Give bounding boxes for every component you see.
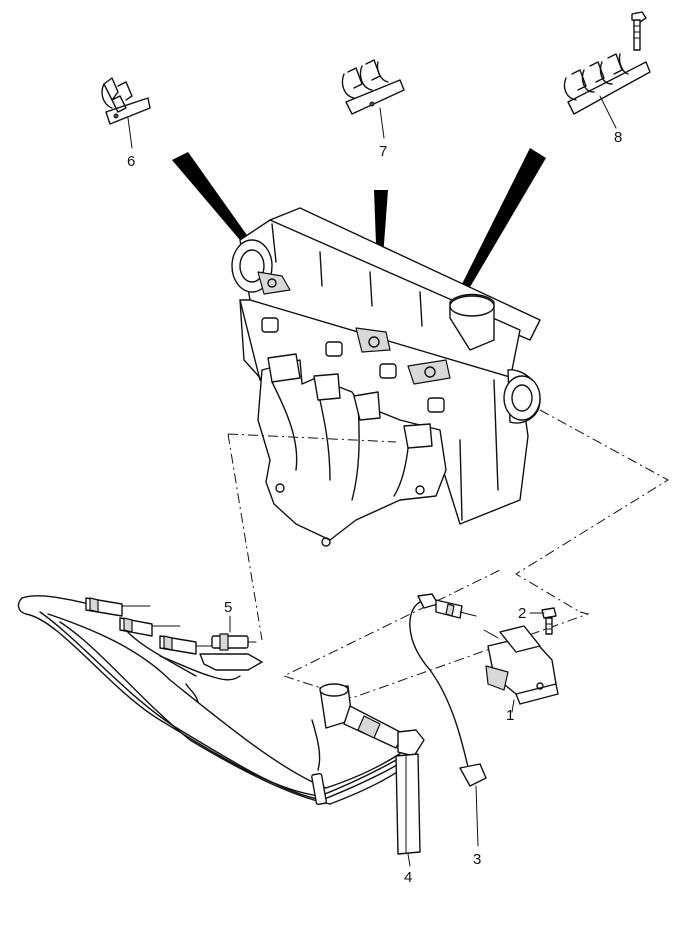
clip-triple-part-8 — [563, 53, 651, 129]
bolt-part-2 — [541, 607, 557, 635]
exhaust-manifold — [257, 353, 447, 547]
label-part-1: 1 — [506, 707, 514, 724]
ignition-coil-part-1 — [485, 625, 559, 713]
label-part-6: 6 — [127, 153, 135, 170]
label-part-5: 5 — [224, 599, 232, 616]
distributor-part-4 — [311, 683, 425, 867]
bolt-top — [631, 11, 647, 51]
leader-line-block-to-coil — [515, 409, 669, 613]
spark-plug-part-5 — [211, 633, 257, 651]
label-part-2: 2 — [518, 605, 526, 622]
leader-line-plug — [227, 433, 397, 641]
label-part-7: 7 — [379, 143, 387, 160]
clip-single-part-6 — [101, 77, 151, 149]
clip-double-part-7 — [341, 59, 405, 139]
label-part-8: 8 — [614, 129, 622, 146]
label-part-3: 3 — [473, 851, 481, 868]
engine-head — [231, 207, 541, 525]
leader-line-coil-to-distributor — [282, 569, 590, 699]
plug-wire-harness — [17, 595, 415, 806]
label-part-4: 4 — [404, 869, 412, 886]
sensor-wire-part-3 — [409, 593, 499, 847]
